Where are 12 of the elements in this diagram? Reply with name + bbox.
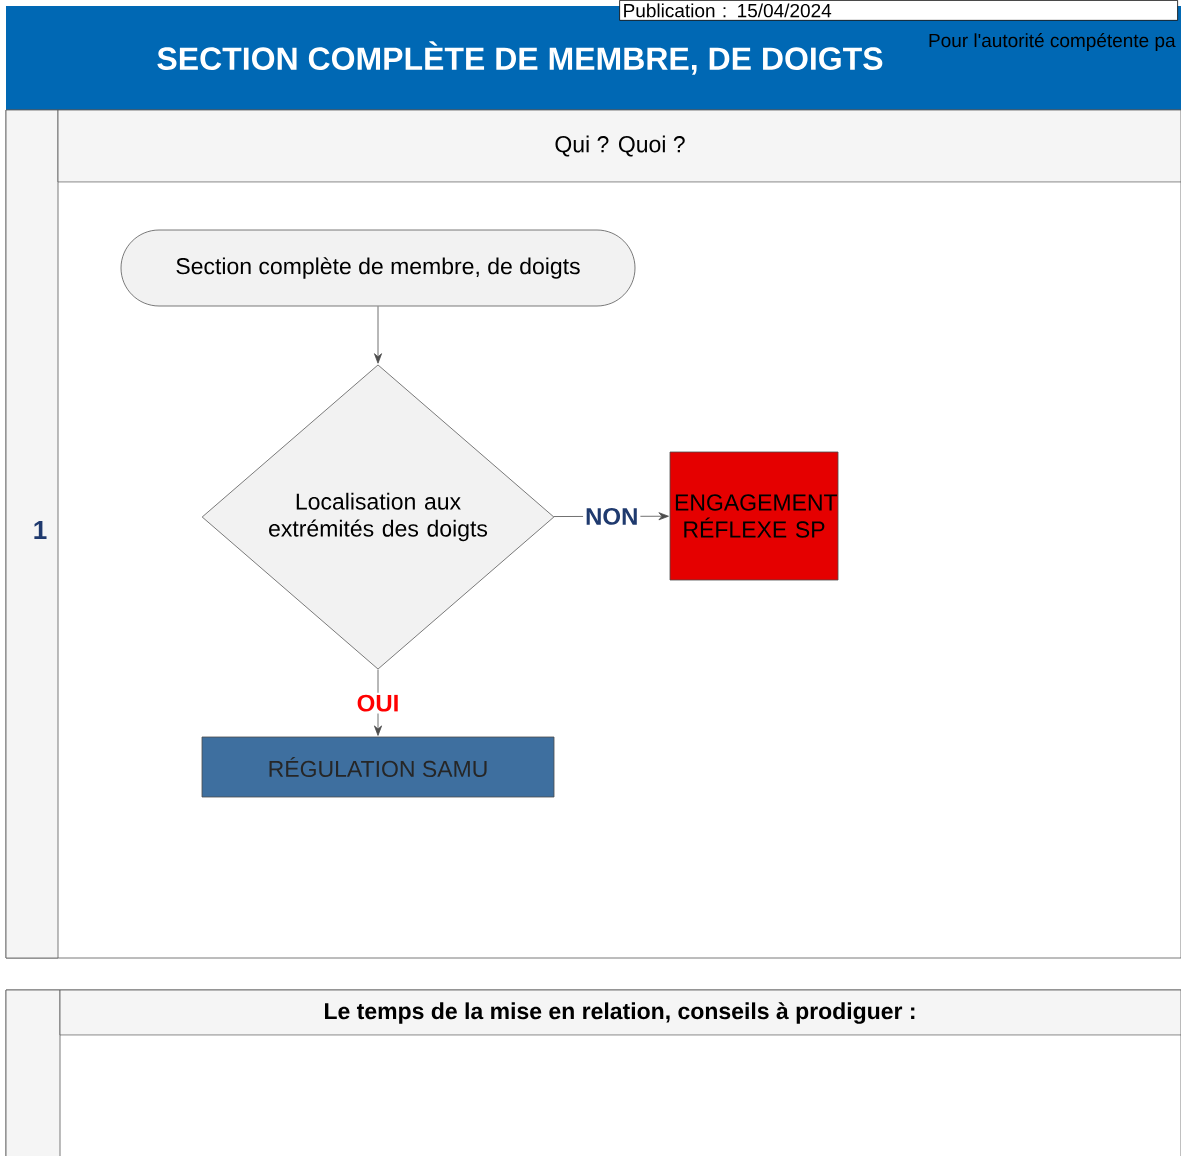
terminal-box: Section complète de membre, de doigts: [120, 229, 636, 307]
edge-label: OUI: [357, 694, 398, 712]
lane-number: 1: [34, 521, 47, 539]
edge-label: NON: [586, 507, 637, 525]
authority-note: Pour l'autorité compétente pa: [929, 33, 1176, 51]
lane-header-text: Qui ? Quoi ?: [555, 135, 685, 157]
title: SECTION COMPLÈTE DE MEMBRE, DE DOIGTS: [157, 41, 883, 75]
action-box: ENGAGEMENT RÉFLEXE SP: [669, 451, 839, 581]
advice-header-text: Le temps de la mise en relation, conseils à prodiguer :: [325, 1002, 915, 1024]
arrow: [374, 306, 382, 364]
action-box: RÉGULATION SAMU: [201, 736, 555, 798]
publication-date: Publication : 15/04/2024: [619, 0, 1178, 21]
